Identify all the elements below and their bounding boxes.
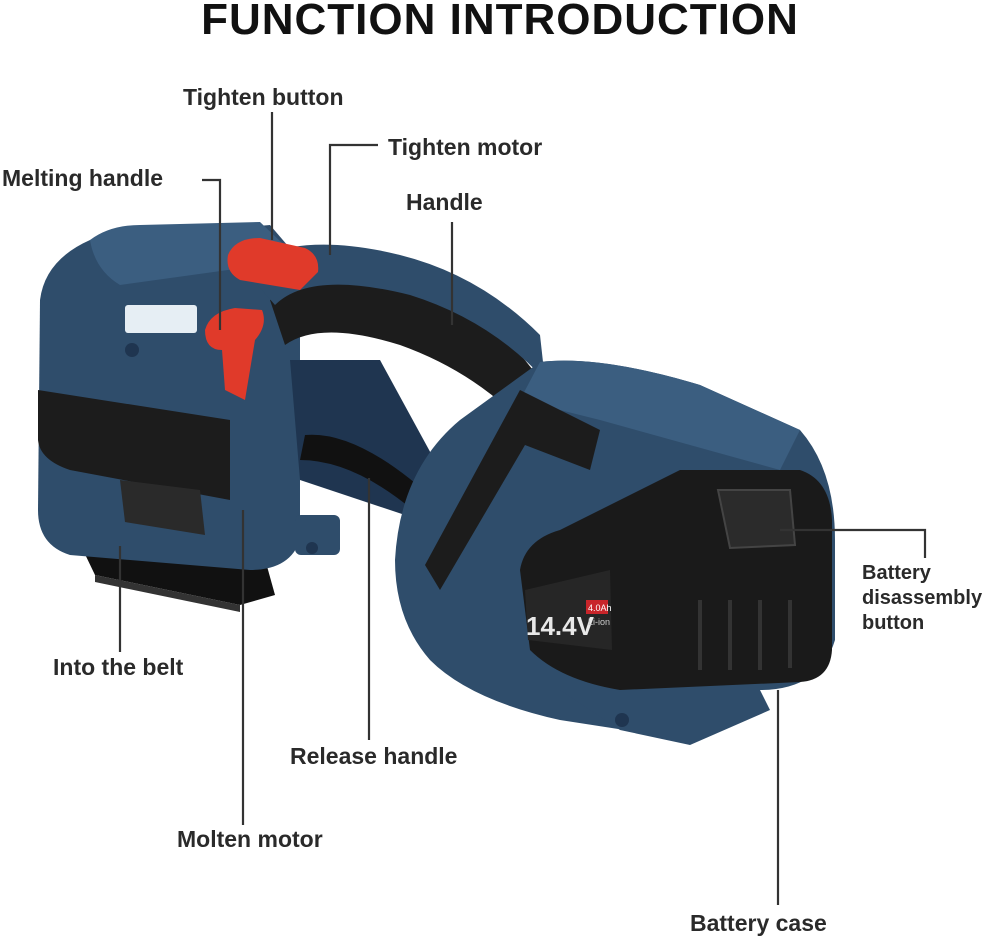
right-head-stripe — [425, 390, 600, 590]
battery-disassembly-leader — [780, 528, 927, 558]
left-housing-top — [90, 222, 300, 285]
battery-chemistry: Li-ion — [588, 617, 610, 627]
label-molten-motor: Molten motor — [177, 826, 323, 852]
battery-disassembly-line-2: disassembly — [862, 587, 983, 609]
indicator-panel — [125, 305, 197, 333]
label-melting-handle: Melting handle — [2, 165, 163, 191]
battery-label-area — [525, 570, 612, 650]
tighten-motor-leader — [328, 143, 378, 255]
tighten-button — [227, 238, 319, 290]
melting-handle-leader — [202, 178, 222, 330]
left-foot — [295, 515, 340, 555]
battery-ribs — [698, 600, 792, 670]
label-tighten-motor: Tighten motor — [388, 134, 543, 160]
battery-release-button — [716, 489, 797, 550]
head-foot-hole — [615, 713, 629, 727]
left-housing-vent — [120, 480, 205, 535]
melting-handle — [205, 308, 264, 400]
battery-disassembly-line-3: button — [862, 612, 925, 634]
label-into-the-belt: Into the belt — [53, 654, 184, 680]
page-title: FUNCTION INTRODUCTION — [201, 0, 799, 44]
base-plate-edge — [95, 575, 240, 612]
label-battery-disassembly-button: Battery disassembly button — [862, 561, 982, 636]
battery-disassembly-line-1: Battery — [862, 562, 931, 584]
handle-body — [240, 244, 545, 380]
handle-grip — [270, 277, 540, 420]
battery-voltage: 14.4V — [526, 611, 595, 641]
left-foot-hole — [306, 542, 318, 554]
housing-hole — [125, 343, 139, 357]
battery-capacity-badge — [586, 600, 608, 614]
label-tighten-button: Tighten button — [183, 84, 344, 110]
label-release-handle: Release handle — [290, 743, 458, 769]
head-foot — [560, 690, 770, 745]
label-battery-case: Battery case — [690, 910, 827, 936]
left-housing-band — [38, 390, 230, 500]
leader-lines — [118, 112, 927, 905]
right-head-top — [520, 360, 800, 470]
label-handle: Handle — [406, 189, 483, 215]
battery-capacity: 4.0Ah — [588, 603, 612, 613]
